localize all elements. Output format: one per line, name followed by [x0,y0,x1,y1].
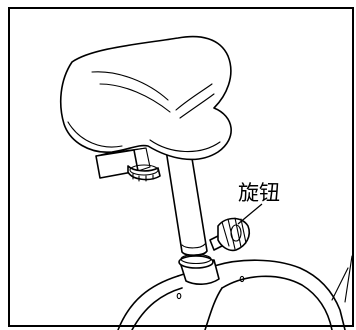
seat-post [165,145,208,257]
knob-label: 旋钮 [238,181,280,205]
frame-border [8,7,354,327]
adjustment-knob [209,217,251,252]
seat-tube-collar [178,253,220,285]
knob-leader-line [237,203,263,225]
bike-frame [117,255,353,330]
saddle [59,35,232,161]
